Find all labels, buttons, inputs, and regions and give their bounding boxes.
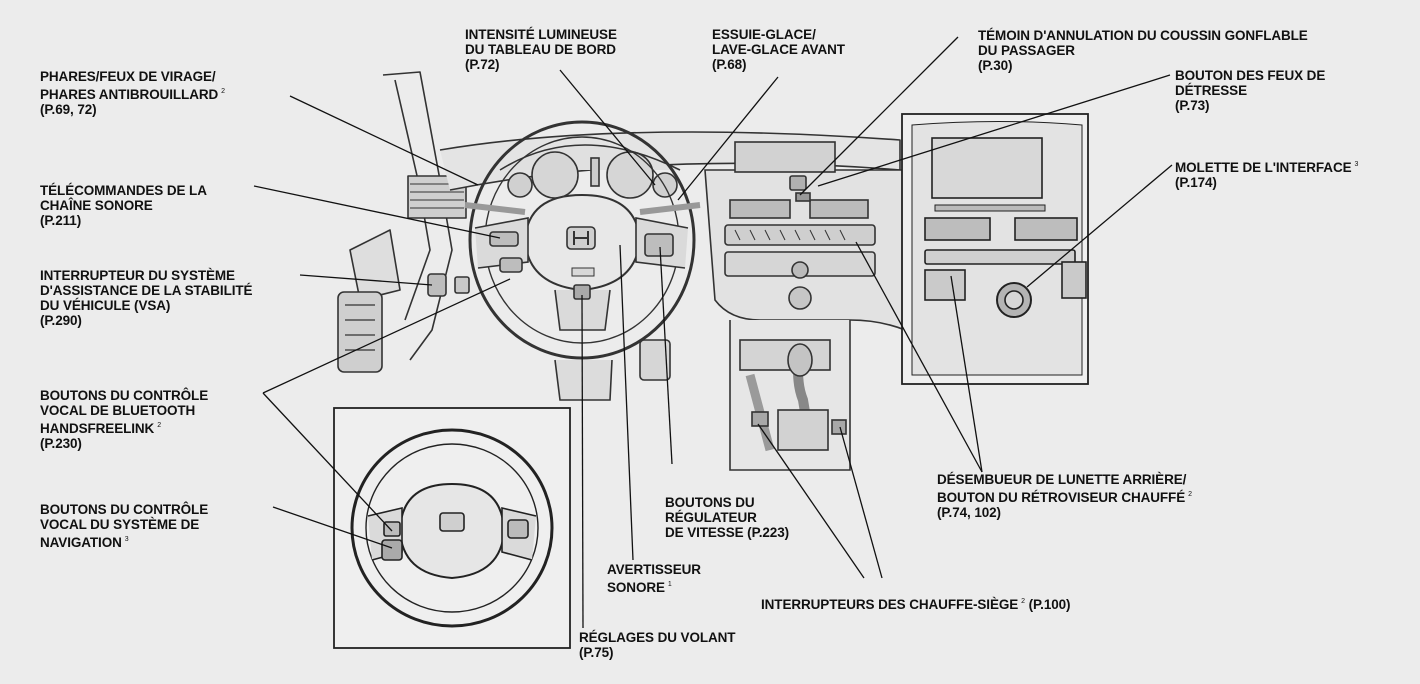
- cluster-display: [590, 157, 600, 187]
- honda-h: [573, 231, 589, 245]
- label-volant: RÉGLAGES DU VOLANT (P.75): [579, 630, 736, 660]
- leader-temoin: [799, 36, 959, 196]
- leader-bluetooth-2: [262, 392, 393, 532]
- inset-left-buttons: [924, 269, 966, 301]
- center-display: [734, 141, 836, 173]
- leader-desembueur-2: [950, 275, 983, 473]
- center-vent-right: [809, 199, 869, 219]
- label-phares: PHARES/FEUX DE VIRAGE/ PHARES ANTIBROUIL…: [40, 69, 225, 117]
- airbag-indicator: [795, 192, 811, 202]
- door-switch-block: [337, 291, 383, 373]
- label-temoin: TÉMOIN D'ANNULATION DU COUSSIN GONFLABLE…: [978, 28, 1308, 73]
- inset-vent-right: [1014, 217, 1078, 241]
- console-tray: [739, 339, 831, 371]
- inset-honda-logo: [439, 512, 465, 532]
- inset-nav-slot: [934, 204, 1046, 212]
- leader-molette: [1026, 164, 1173, 288]
- leader-vsa: [299, 274, 433, 286]
- inset-nav-voice-buttons: [381, 539, 403, 561]
- label-telecommandes: TÉLÉCOMMANDES DE LA CHAÎNE SONORE (P.211…: [40, 183, 207, 228]
- interface-dial-center: [1004, 290, 1024, 310]
- tachometer: [606, 151, 654, 199]
- leader-detresse: [817, 74, 1171, 187]
- audio-panel: [724, 224, 876, 246]
- inset-nav-screen: [931, 137, 1043, 199]
- leader-desembueur-1: [855, 241, 983, 473]
- leader-regulateur: [659, 246, 673, 465]
- wiper-stalk: [639, 202, 701, 215]
- leader-bluetooth-1: [262, 278, 511, 394]
- leader-essuie: [677, 76, 779, 201]
- shift-knob: [787, 343, 813, 377]
- label-vsa: INTERRUPTEUR DU SYSTÈME D'ASSISTANCE DE …: [40, 268, 253, 328]
- voice-buttons: [499, 257, 523, 273]
- inset-audio-buttons: [507, 519, 529, 539]
- leader-phares: [289, 95, 479, 186]
- leader-telecommandes: [253, 185, 501, 239]
- inset-button-row: [924, 249, 1076, 265]
- label-desembueur: DÉSEMBUEUR DE LUNETTE ARRIÈRE/ BOUTON DU…: [937, 472, 1192, 520]
- cruise-buttons: [644, 233, 674, 257]
- hazard-button: [789, 175, 807, 191]
- inset-vent-left: [924, 217, 991, 241]
- label-intensite: INTENSITÉ LUMINEUSE DU TABLEAU DE BORD (…: [465, 27, 617, 72]
- door-switches: [345, 304, 375, 351]
- label-bluetooth: BOUTONS DU CONTRÔLE VOCAL DE BLUETOOTH H…: [40, 388, 209, 451]
- door-panel: [349, 229, 401, 301]
- inset-bt-voice-buttons: [383, 521, 401, 537]
- fuel-gauge: [507, 172, 533, 198]
- label-essuie: ESSUIE-GLACE/ LAVE-GLACE AVANT (P.68): [712, 27, 845, 72]
- climate-knob-bottom: [788, 286, 812, 310]
- steering-column: [554, 359, 613, 401]
- hub-plate: [571, 267, 595, 277]
- inset-right-buttons: [1061, 261, 1087, 299]
- lower-switch: [454, 276, 470, 294]
- label-detresse: BOUTON DES FEUX DE DÉTRESSE (P.73): [1175, 68, 1326, 113]
- leader-chauffe-1: [757, 423, 865, 579]
- inset-wheel-inner: [365, 443, 539, 613]
- audio-panel-keys: [734, 229, 846, 241]
- leader-avertisseur: [619, 244, 634, 561]
- pedal: [639, 339, 671, 381]
- leader-navigation: [272, 506, 393, 549]
- seat-heater-right: [831, 419, 847, 435]
- leader-chauffe-2: [839, 426, 883, 579]
- speedometer: [531, 151, 579, 199]
- center-vent-left: [729, 199, 791, 219]
- climate-knob-top: [791, 261, 809, 279]
- shifter-gate: [777, 409, 829, 451]
- seat-heater-left: [751, 411, 769, 427]
- label-navigation: BOUTONS DU CONTRÔLE VOCAL DU SYSTÈME DE …: [40, 502, 209, 550]
- left-vent-slats: [410, 183, 464, 209]
- leader-intensite: [559, 69, 656, 186]
- headlight-stalk: [464, 202, 526, 215]
- label-regulateur: BOUTONS DU RÉGULATEUR DE VITESSE (P.223): [665, 495, 790, 540]
- inset-wheel-rim: [350, 428, 554, 628]
- audio-buttons: [489, 231, 519, 247]
- leader-volant: [581, 294, 584, 629]
- temp-gauge: [652, 172, 678, 198]
